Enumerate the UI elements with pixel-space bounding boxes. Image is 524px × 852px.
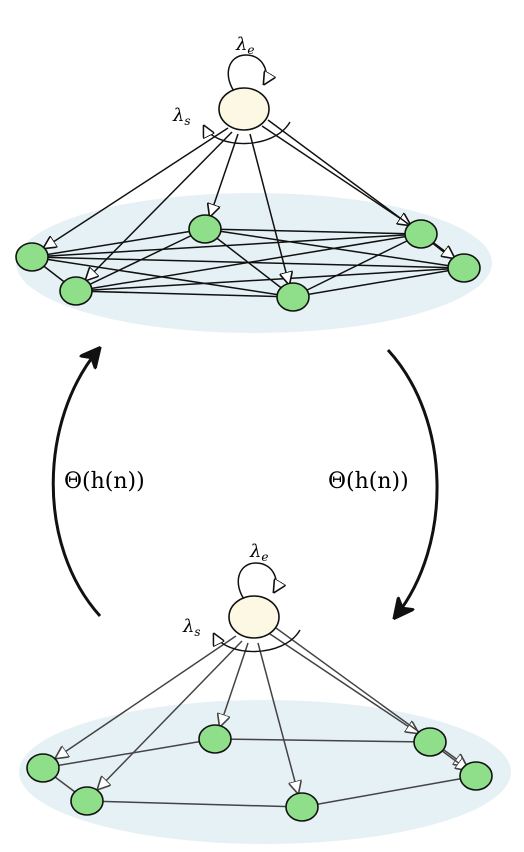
right-theta-label: Θ(h(n)) xyxy=(328,469,409,494)
bottom-lambda-s-arc xyxy=(214,629,301,653)
bottom-node-3 xyxy=(198,724,232,754)
bottom-lambda-s-label: λs xyxy=(182,616,201,639)
bottom-self-loop xyxy=(237,562,276,603)
top-node-3 xyxy=(188,214,222,244)
bottom-network: λe λs xyxy=(19,541,511,844)
top-hub-node xyxy=(218,87,270,131)
bottom-node-1 xyxy=(26,753,60,783)
top-lambda-s-arc xyxy=(204,121,291,145)
left-up-arrow xyxy=(51,350,100,618)
bottom-hub-node xyxy=(228,595,280,639)
bottom-node-6 xyxy=(459,761,493,791)
bottom-node-2 xyxy=(70,786,104,816)
top-self-loop xyxy=(227,54,266,95)
top-node-6 xyxy=(447,253,481,283)
top-mesh-edges xyxy=(31,228,465,298)
transition-arrows: Θ(h(n)) Θ(h(n)) xyxy=(51,348,439,618)
bottom-node-5 xyxy=(413,727,447,757)
top-node-1 xyxy=(15,242,49,272)
top-node-4 xyxy=(276,282,310,312)
top-hub-arrows xyxy=(44,119,454,284)
right-down-arrow xyxy=(386,348,439,616)
bottom-lambda-e-label: λe xyxy=(249,541,269,564)
left-theta-label: Θ(h(n)) xyxy=(64,469,145,494)
top-lambda-s-label: λs xyxy=(172,105,191,128)
top-node-5 xyxy=(404,219,438,249)
top-lambda-e-label: λe xyxy=(235,34,255,57)
bottom-node-4 xyxy=(285,792,319,822)
bottom-community-ellipse xyxy=(19,700,511,844)
top-network: λe λs xyxy=(15,34,492,333)
top-node-2 xyxy=(59,276,93,306)
